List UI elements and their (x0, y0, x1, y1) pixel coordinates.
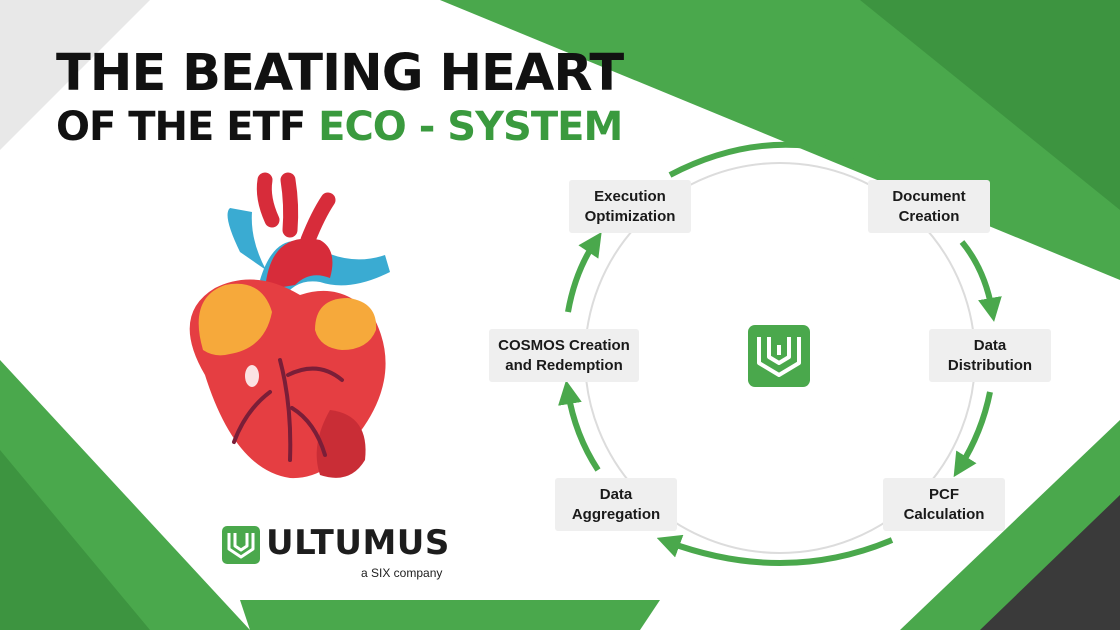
anatomical-heart-icon (189, 172, 390, 479)
step-pcf-calculation: PCF Calculation (883, 478, 1005, 531)
title-line-2: OF THE ETF ECO - SYSTEM (56, 104, 623, 150)
cycle-arrow-6 (565, 232, 602, 313)
cycle-arrow-1 (668, 141, 892, 178)
left-atrium (315, 298, 377, 350)
brand-logo-icon (222, 526, 260, 564)
cycle-arrow-4 (656, 534, 894, 566)
step-data-distribution: Data Distribution (929, 329, 1051, 382)
cycle-arrow-3 (953, 391, 993, 478)
step-data-aggregation: Data Aggregation (555, 478, 677, 531)
right-atrium (198, 283, 272, 356)
title-line-1: THE BEATING HEART (56, 44, 624, 103)
title-line-2-accent: ECO - SYSTEM (318, 104, 623, 150)
heart-highlight (245, 365, 259, 387)
aorta-branch-2 (280, 172, 299, 238)
aorta-branch-1 (256, 172, 280, 228)
aorta-branch-3 (300, 192, 336, 248)
step-document-creation: Document Creation (868, 180, 990, 233)
bottom-right-dark-corner (980, 495, 1120, 630)
cycle-arrow-5 (558, 380, 601, 472)
ultumus-logo-icon (748, 325, 810, 387)
top-left-gray-corner (0, 0, 150, 150)
step-cosmos-creation-redemption: COSMOS Creation and Redemption (489, 329, 639, 382)
brand-name: ULTUMUS (266, 523, 450, 563)
bottom-green-strip (240, 600, 660, 630)
aortic-arch (265, 238, 333, 290)
bottom-left-dark-green-band (0, 450, 150, 630)
top-right-dark-green-band (860, 0, 1120, 210)
step-execution-optimization: Execution Optimization (569, 180, 691, 233)
heart-shadow (316, 410, 366, 478)
title-line-2-prefix: OF THE ETF (56, 104, 319, 150)
coronary-vessels (232, 358, 344, 462)
superior-vena-cava (227, 208, 266, 270)
cycle-arrow-2 (959, 240, 1002, 322)
brand-tagline: a SIX company (361, 566, 443, 580)
